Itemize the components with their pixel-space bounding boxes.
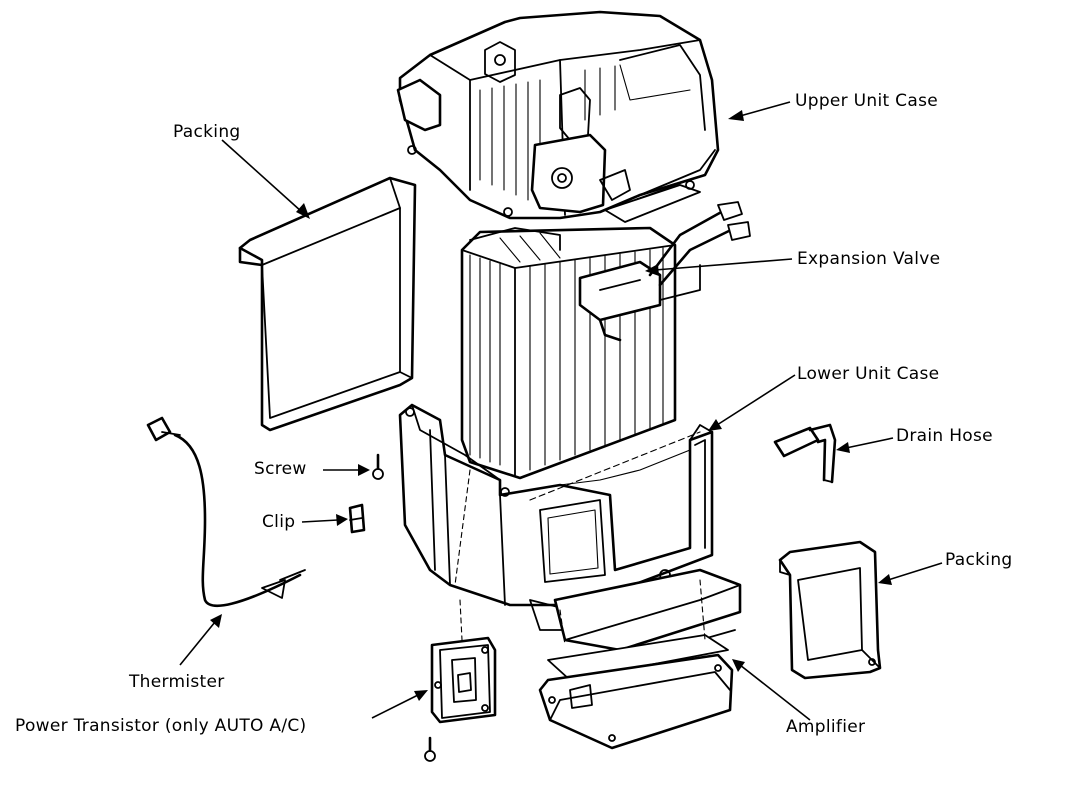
evaporator-core xyxy=(460,201,751,480)
label-drain-hose: Drain Hose xyxy=(896,426,993,446)
leader-lines xyxy=(179,101,943,721)
label-packing-top: Packing xyxy=(173,122,241,142)
clip-part xyxy=(348,503,366,534)
label-thermister: Thermister xyxy=(129,672,225,692)
drain-hose xyxy=(773,423,837,484)
packing-top-left xyxy=(238,176,417,432)
amplifier-part xyxy=(538,568,742,750)
screw-part xyxy=(372,453,384,480)
assembly-guides xyxy=(454,469,706,646)
label-expansion-valve: Expansion Valve xyxy=(797,249,941,269)
thermister-part xyxy=(146,416,306,607)
label-packing-right: Packing xyxy=(945,550,1013,570)
packing-right xyxy=(778,540,882,680)
label-screw: Screw xyxy=(254,459,307,479)
label-power-transistor: Power Transistor (only AUTO A/C) xyxy=(15,716,307,736)
label-upper-unit-case: Upper Unit Case xyxy=(795,91,938,111)
lower-unit-case xyxy=(398,403,714,631)
power-transistor-part xyxy=(424,636,497,762)
label-amplifier: Amplifier xyxy=(786,717,866,737)
upper-unit-case xyxy=(396,10,720,223)
label-lower-unit-case: Lower Unit Case xyxy=(797,364,940,384)
label-clip: Clip xyxy=(262,512,296,532)
